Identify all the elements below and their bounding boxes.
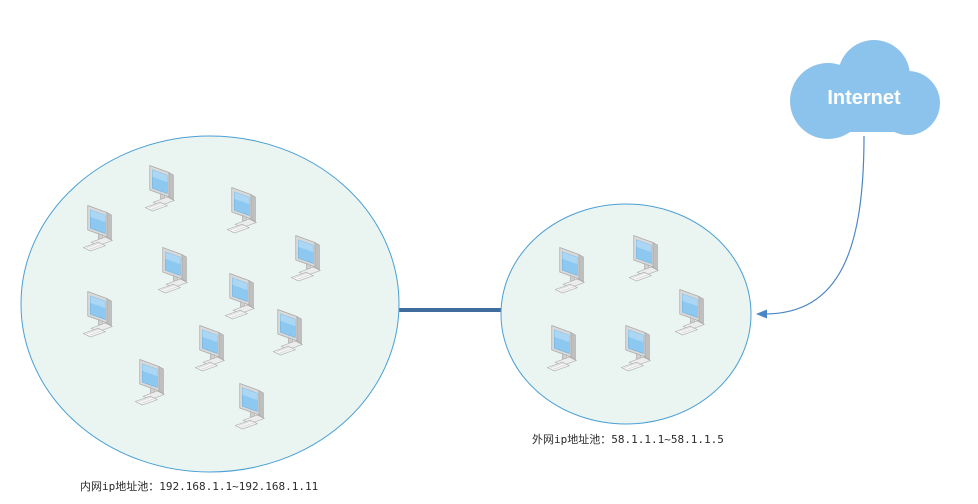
- internet-label: Internet: [827, 87, 901, 109]
- inner-ip-pool-label: 内网ip地址池：192.168.1.1~192.168.1.11: [80, 480, 319, 493]
- internet-connection-arrow: [763, 135, 865, 315]
- cloud-icon: [790, 40, 940, 139]
- outer-network-ellipse: [500, 203, 752, 425]
- outer-ip-pool-label: 外网ip地址池：58.1.1.1~58.1.1.5: [532, 433, 724, 446]
- arrow-head-icon: [756, 309, 767, 319]
- inner-network-ellipse: [20, 135, 400, 473]
